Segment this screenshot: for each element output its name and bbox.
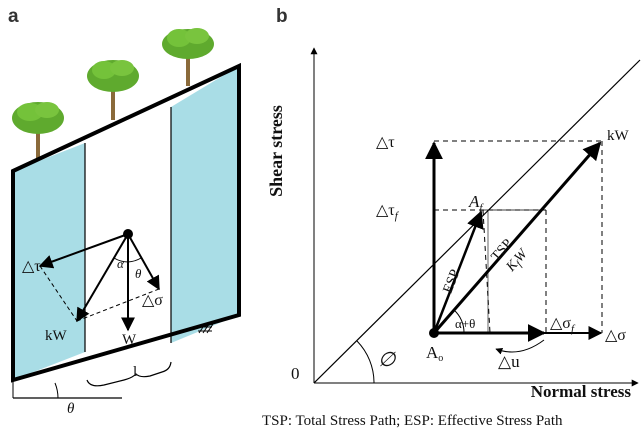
- label-delta-sigma-b: △σ: [605, 327, 626, 344]
- label-alpha-a: α: [117, 256, 125, 271]
- panel-b-diagram: △τ △τf Af kW ESP TSP KfW α+θ Ao △σf △σ △…: [310, 47, 641, 387]
- slope-outline: [11, 62, 241, 383]
- slope-angle-arc: [54, 382, 59, 399]
- label-delta-tau-f-sub: f: [395, 210, 400, 222]
- origin-label: 0: [291, 364, 300, 383]
- width-bracket: [86, 361, 172, 387]
- label-theta-a: θ: [135, 266, 142, 281]
- label-A-0: Ao: [426, 343, 443, 364]
- label-phi: ∅: [378, 349, 397, 371]
- label-delta-tau-f: △τf: [376, 202, 400, 222]
- alpha-arc: [113, 257, 129, 263]
- label-ESP: ESP: [441, 267, 464, 295]
- label-A-0-main: A: [426, 343, 439, 362]
- panel-label-a: a: [8, 6, 19, 27]
- label-delta-tau-a: △τ: [22, 258, 41, 275]
- dashed-projection: [76, 288, 160, 322]
- label-alpha-theta: α+θ: [455, 316, 475, 331]
- kW-vector-b: [432, 141, 602, 334]
- tree-icon: [87, 60, 139, 120]
- kW-vector: [76, 233, 129, 323]
- alpha-theta-arc: [453, 309, 465, 334]
- delta-sigma-vector: [127, 233, 160, 291]
- esp-vector: [432, 210, 484, 334]
- label-delta-sigma-f-main: △σ: [550, 315, 571, 332]
- figure-caption: TSP: Total Stress Path; ESP: Effective S…: [262, 413, 563, 429]
- width-label: l: [133, 364, 137, 380]
- delta-u-arrow: [495, 339, 545, 355]
- label-delta-sigma-a: △σ: [142, 292, 163, 309]
- label-delta-u: △u: [498, 352, 520, 371]
- y-axis-label: Shear stress: [266, 105, 286, 197]
- label-delta-tau-f-main: △τ: [376, 202, 395, 219]
- x-axis-label: Normal stress: [530, 382, 631, 401]
- panel-label-b: b: [276, 6, 288, 27]
- hatch-marks: [198, 323, 214, 334]
- label-A-f-main: A: [468, 192, 480, 211]
- tree-icon: [12, 102, 64, 160]
- phi-arc: [356, 340, 375, 384]
- point-A0: [429, 328, 439, 338]
- slope-strip-right: [171, 66, 239, 343]
- delta-tau-vector: [38, 233, 129, 269]
- theta-arc: [127, 257, 142, 263]
- label-kW-b: kW: [607, 128, 630, 144]
- label-A-f: Af: [468, 192, 484, 214]
- label-delta-sigma-f-sub: f: [571, 323, 576, 335]
- label-KfW-sub: f: [514, 259, 525, 269]
- label-A-f-sub: f: [479, 202, 484, 214]
- label-delta-sigma-f: △σf: [550, 315, 576, 335]
- label-W-a: W: [122, 332, 137, 348]
- label-kW-a: kW: [45, 328, 68, 344]
- slope-angle-label: θ: [67, 401, 75, 417]
- label-A-0-sub: o: [438, 353, 443, 364]
- panel-a-illustration: θ l △τ α θ △σ kW W: [11, 28, 241, 417]
- label-delta-tau-b: △τ: [376, 134, 395, 151]
- tree-icon: [162, 28, 214, 86]
